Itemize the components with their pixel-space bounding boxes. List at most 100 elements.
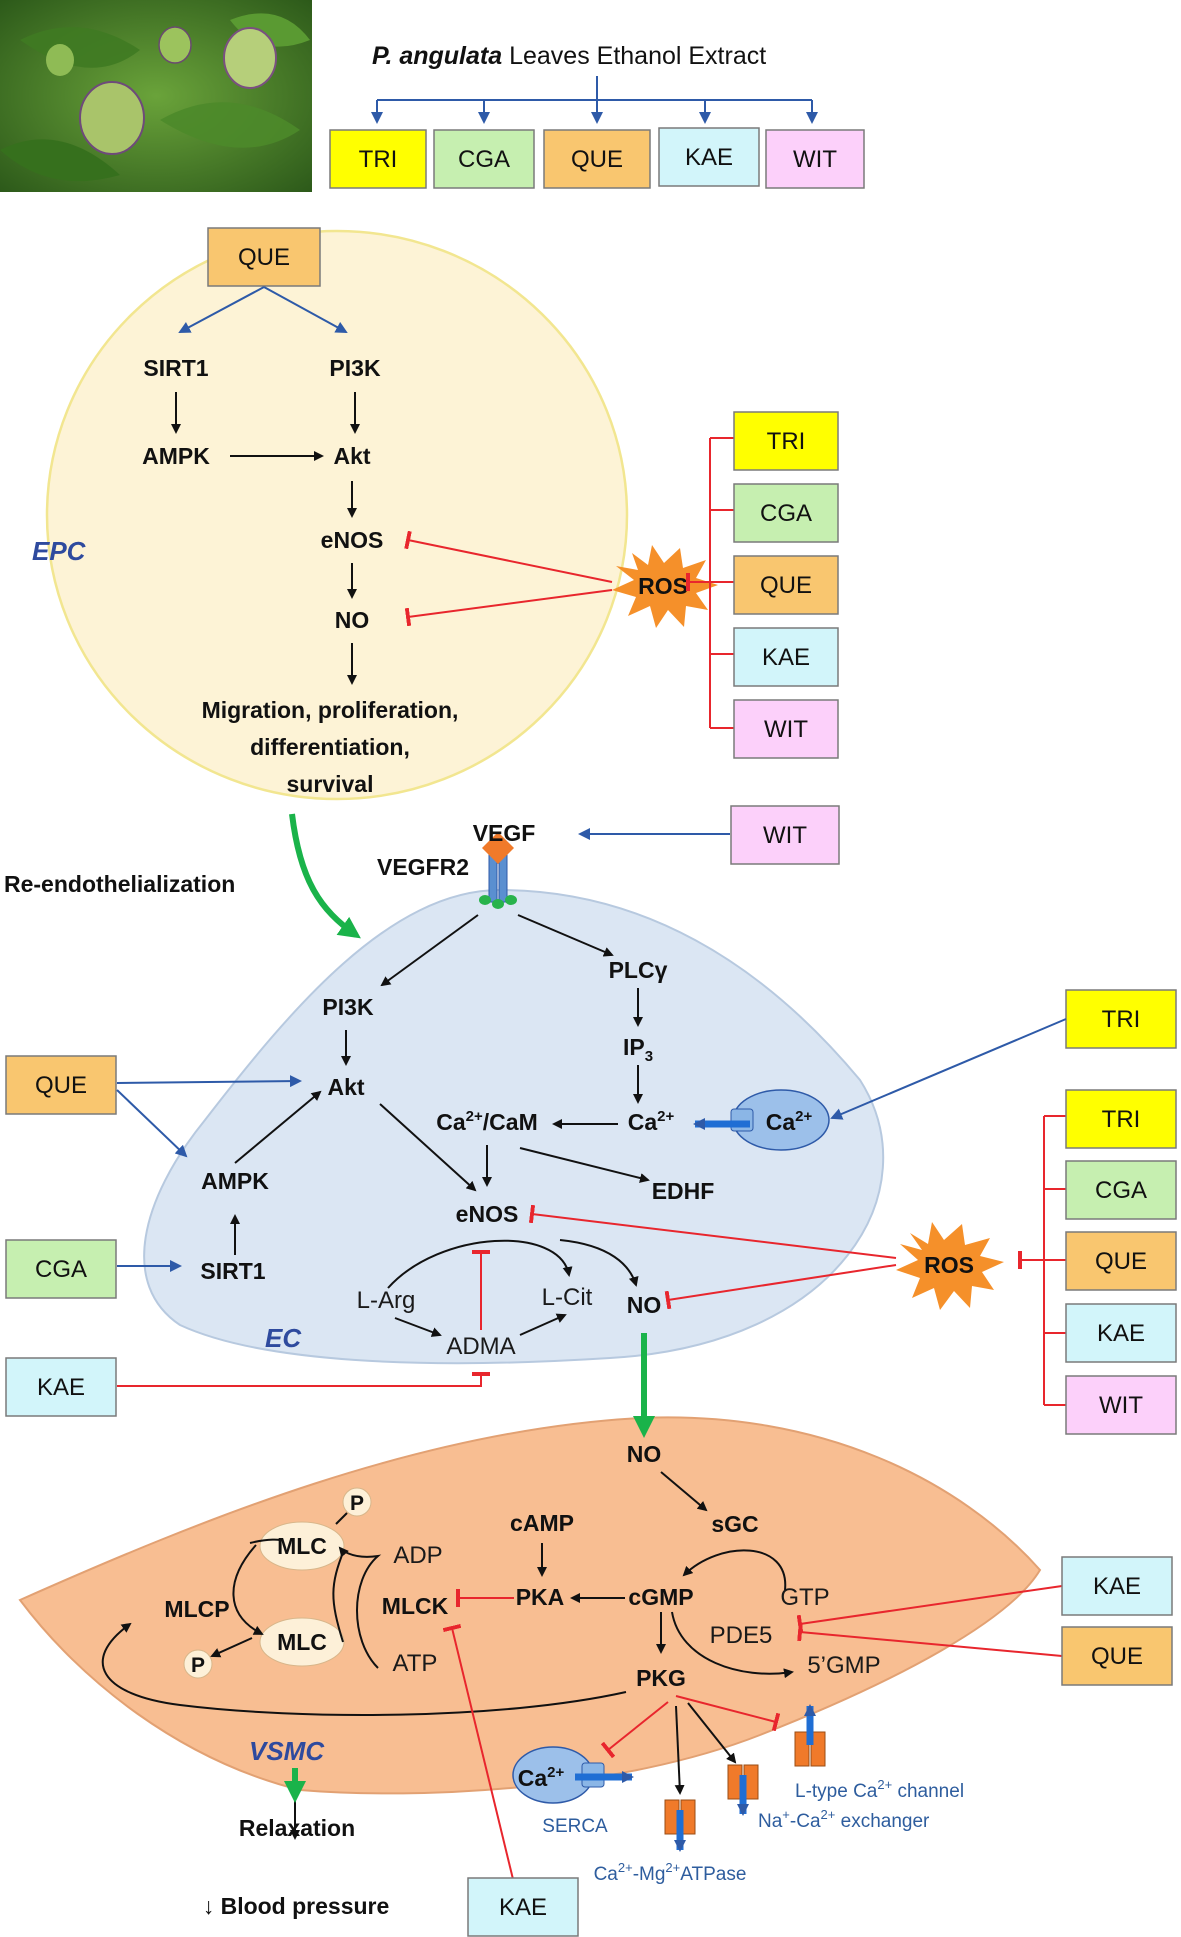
epc-wit-box: WIT — [733, 699, 839, 759]
svg-text:CGA: CGA — [458, 146, 510, 173]
ec-que-box: QUE — [5, 1055, 117, 1115]
ec-label: EC — [265, 1323, 302, 1353]
serca-pump: Ca2+ — [512, 1746, 634, 1804]
svg-text:QUE: QUE — [1091, 1643, 1143, 1670]
top-tri-box: TRI — [329, 129, 427, 189]
svg-text:KAE: KAE — [762, 644, 810, 671]
mlc-top: MLC — [259, 1521, 345, 1571]
vsmc-atp: ATP — [393, 1650, 438, 1677]
vsmc-pkg: PKG — [636, 1665, 686, 1691]
serca-label: SERCA — [542, 1816, 608, 1837]
top-que-box: QUE — [543, 129, 651, 189]
epc-ampk: AMPK — [142, 443, 210, 469]
ec-sirt1: SIRT1 — [200, 1258, 265, 1284]
reendo-label: Re-endothelialization — [4, 871, 235, 897]
vsmc-kae-box-bottom: KAE — [467, 1877, 579, 1937]
svg-text:QUE: QUE — [35, 1072, 87, 1099]
epc-label: EPC — [32, 536, 87, 566]
svg-text:QUE: QUE — [1095, 1248, 1147, 1275]
ec-kae-box-right: KAE — [1065, 1303, 1177, 1363]
ec-vegf: VEGF — [473, 820, 536, 846]
tri-channel-arrow — [830, 1018, 1067, 1120]
ec-cga-box-right: CGA — [1065, 1160, 1177, 1220]
svg-text:MLC: MLC — [277, 1629, 327, 1655]
epc-ros-burst: ROS — [612, 545, 718, 628]
vsmc-gtp: GTP — [780, 1584, 829, 1611]
vsmc-pde5: PDE5 — [710, 1622, 773, 1649]
vsmc-relaxation: Relaxation — [239, 1815, 355, 1841]
ec-cga-box: CGA — [5, 1239, 117, 1299]
epc-outcome-1: Migration, proliferation, — [202, 697, 459, 723]
ltype-channel — [794, 1704, 826, 1767]
ncx-exchanger — [727, 1764, 759, 1816]
epc-que-box-right: QUE — [733, 555, 839, 615]
epc-no: NO — [335, 607, 370, 633]
vsmc-label: VSMC — [249, 1736, 325, 1766]
camg-atpase — [664, 1799, 696, 1852]
mlc-top-phosphate: P — [335, 1487, 372, 1525]
ec-arrows — [230, 914, 650, 1337]
epc-tri-box: TRI — [733, 411, 839, 471]
ec-que-box-right: QUE — [1065, 1231, 1177, 1291]
svg-text:P: P — [191, 1654, 205, 1677]
ec-ampk: AMPK — [201, 1168, 269, 1194]
svg-text:QUE: QUE — [571, 146, 623, 173]
plant-photo — [0, 0, 312, 192]
kae-adma-inhibition — [117, 1372, 490, 1387]
vsmc-sgc: sGC — [711, 1511, 758, 1537]
ec-ros-inhibitions — [528, 1115, 1066, 1406]
epc-enos: eNOS — [321, 527, 384, 553]
ec-akt: Akt — [327, 1074, 364, 1100]
vsmc-arrows — [101, 1471, 794, 1840]
ec-vegfr2: VEGFR2 — [377, 854, 469, 880]
vsmc-cgmp: cGMP — [628, 1584, 693, 1610]
svg-text:Ca2+: Ca2+ — [518, 1764, 565, 1791]
epc-ros-inhibitions — [404, 437, 734, 729]
svg-text:ROS: ROS — [638, 573, 688, 599]
ec-wit-box-right: WIT — [1065, 1375, 1177, 1435]
svg-text:CGA: CGA — [760, 500, 812, 527]
ec-ca: Ca2+ — [628, 1108, 675, 1135]
svg-text:QUE: QUE — [238, 244, 290, 271]
epc-cga-box: CGA — [733, 483, 839, 543]
ec-no: NO — [627, 1292, 662, 1318]
vsmc-que-box: QUE — [1061, 1626, 1173, 1686]
mlc-bottom: MLC — [259, 1617, 345, 1667]
svg-text:KAE: KAE — [1097, 1320, 1145, 1347]
ec-cell — [143, 888, 885, 1365]
vsmc-adp: ADP — [393, 1542, 442, 1569]
ec-plcg: PLCγ — [609, 957, 668, 983]
svg-text:P: P — [350, 1492, 364, 1515]
ec-lcit: L-Cit — [542, 1284, 593, 1311]
svg-text:WIT: WIT — [1099, 1392, 1143, 1419]
extract-tree — [371, 76, 818, 124]
svg-text:MLC: MLC — [277, 1533, 327, 1559]
svg-text:KAE: KAE — [685, 144, 733, 171]
ltype-label: L-type Ca2+ channel — [795, 1777, 964, 1802]
svg-text:WIT: WIT — [763, 822, 807, 849]
top-kae-box: KAE — [658, 127, 760, 187]
epc-outcome-2: differentiation, — [250, 734, 410, 760]
svg-text:P. angulata Leaves Ethanol Ext: P. angulata Leaves Ethanol Extract — [372, 42, 766, 70]
ec-left-arrows — [116, 1075, 302, 1272]
svg-text:TRI: TRI — [1102, 1006, 1141, 1033]
vsmc-5gmp: 5’GMP — [807, 1652, 880, 1679]
atpase-label: Ca2+-Mg2+ATPase — [594, 1860, 747, 1885]
vsmc-mlcp: MLCP — [164, 1596, 229, 1622]
epc-pi3k: PI3K — [329, 355, 381, 381]
svg-text:TRI: TRI — [767, 428, 806, 455]
svg-text:KAE: KAE — [1093, 1573, 1141, 1600]
vsmc-no: NO — [627, 1441, 662, 1467]
ncx-label: Na+-Ca2+ exchanger — [758, 1807, 930, 1832]
ec-edhf: EDHF — [652, 1178, 715, 1204]
ec-tri-box-upper: TRI — [1065, 989, 1177, 1049]
svg-text:WIT: WIT — [764, 716, 808, 743]
vsmc-mlck: MLCK — [382, 1593, 449, 1619]
top-wit-box: WIT — [765, 129, 865, 189]
svg-text:ROS: ROS — [924, 1252, 974, 1278]
svg-text:KAE: KAE — [499, 1894, 547, 1921]
epc-outcome-3: survival — [287, 771, 374, 797]
ec-calcium-channel: Ca2+ — [693, 1089, 830, 1151]
epc-akt: Akt — [333, 443, 370, 469]
